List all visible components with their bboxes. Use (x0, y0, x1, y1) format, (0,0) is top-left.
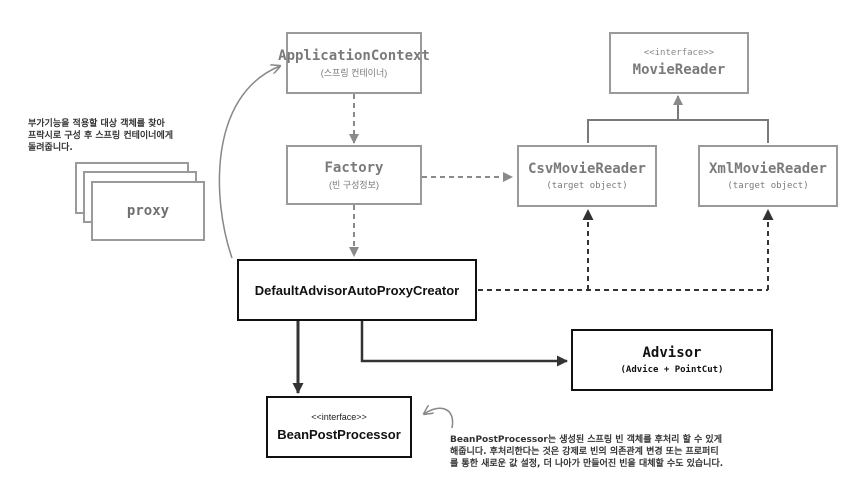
factory-subtitle: (빈 구성정보) (329, 179, 379, 190)
auto-proxy-creator-box: DefaultAdvisorAutoProxyCreator (237, 259, 477, 321)
application-context-box: ApplicationContext (스프링 컨테이너) (278, 32, 430, 94)
bean-post-processor-stereotype: <<interface>> (311, 411, 367, 422)
application-context-subtitle: (스프링 컨테이너) (320, 67, 388, 78)
auto-proxy-creator-title: DefaultAdvisorAutoProxyCreator (254, 282, 460, 298)
xml-movie-reader-title: XmlMovieReader (708, 160, 827, 177)
factory-title: Factory (324, 159, 384, 176)
bpp-note-line: 를 통한 새로운 값 설정, 더 나아가 만들어진 빈을 대체할 수도 있습니다… (450, 459, 724, 469)
xml-movie-reader-subtitle: (target object) (727, 180, 809, 191)
bpp-note-line: BeanPostProcessor는 생성된 스프링 빈 객체를 후처리 할 수… (450, 435, 722, 445)
application-context-title: ApplicationContext (278, 47, 430, 64)
bean-post-processor-box: <<interface>> BeanPostProcessor (266, 396, 412, 458)
bean-post-processor-note: BeanPostProcessor는 생성된 스프링 빈 객체를 후처리 할 수… (450, 434, 723, 470)
csv-movie-reader-box: CsvMovieReader (target object) (517, 145, 657, 207)
bpp-note-line: 해줍니다. 후처리한다는 것은 강제로 빈의 의존관계 변경 또는 프로퍼티 (450, 447, 719, 457)
edge-note-to-bpp (424, 408, 454, 429)
edge-return-to-context (218, 66, 280, 259)
proxy-note: 부가기능을 적용할 대상 객체를 찾아 프락시로 구성 후 스프링 컨테이너에게… (28, 118, 173, 154)
edge-creator-to-advisor (360, 320, 568, 367)
proxy-label: proxy (126, 202, 170, 219)
movie-reader-stereotype: <<interface>> (643, 47, 715, 58)
advisor-subtitle: (Advice + PointCut) (620, 364, 724, 375)
movie-reader-title: MovieReader (632, 61, 726, 78)
movie-reader-box: <<interface>> MovieReader (609, 32, 749, 94)
factory-box: Factory (빈 구성정보) (286, 145, 422, 205)
proxy-note-line: 부가기능을 적용할 대상 객체를 찾아 (28, 119, 165, 129)
csv-movie-reader-title: CsvMovieReader (527, 160, 646, 177)
xml-movie-reader-box: XmlMovieReader (target object) (698, 145, 838, 207)
advisor-box: Advisor (Advice + PointCut) (571, 329, 773, 391)
csv-movie-reader-subtitle: (target object) (546, 180, 628, 191)
proxy-box: proxy (91, 181, 205, 241)
bean-post-processor-title: BeanPostProcessor (277, 426, 401, 442)
advisor-title: Advisor (642, 344, 702, 361)
proxy-note-line: 프락시로 구성 후 스프링 컨테이너에게 (28, 131, 174, 141)
proxy-note-line: 돌려줍니다. (28, 143, 73, 153)
